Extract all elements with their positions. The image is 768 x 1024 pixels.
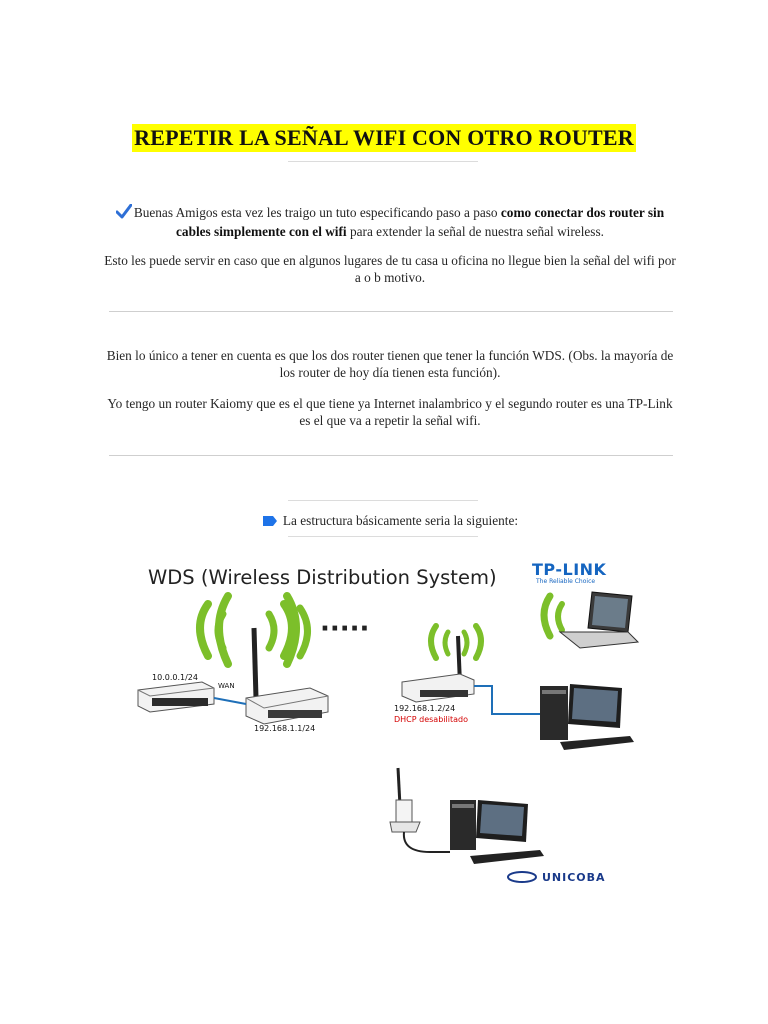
structure-divider-bottom [288,536,478,537]
desktop-computer-icon [540,684,634,750]
structure-label-text: La estructura básicamente seria la sigui… [283,513,518,528]
wifi-signal-icon [431,626,481,658]
intro-paragraph: Buenas Amigos esta vez les traigo un tut… [104,204,676,240]
diagram-heading: WDS (Wireless Distribution System) [148,566,497,589]
checkmark-icon [116,204,132,223]
structure-label: La estructura básicamente seria la sigui… [104,512,676,531]
diagram-dots: ····· [320,614,369,644]
wifi-signal-icon [544,596,562,636]
structure-divider-top [288,500,478,501]
router3-ip-label: 192.168.1.2/24 [394,704,455,713]
wds-diagram: WDS (Wireless Distribution System) ·····… [130,556,640,896]
usb-wifi-adapter-icon [390,768,420,832]
intro-text-1: Buenas Amigos esta vez les traigo un tut… [134,205,501,220]
page-title: REPETIR LA SEÑAL WIFI CON OTRO ROUTER [132,124,636,152]
laptop-icon [560,592,638,648]
wan-label: WAN [218,682,235,690]
router-icon [138,682,214,712]
title-wrap: REPETIR LA SEÑAL WIFI CON OTRO ROUTER [0,124,768,152]
title-divider [288,161,478,162]
dhcp-note: DHCP desabilitado [394,715,468,724]
router2-ip-label: 192.168.1.1/24 [254,724,315,733]
paragraph-wds: Bien lo único a tener en cuenta es que l… [104,347,676,381]
unicoba-logo-text: UNICOBA [542,871,606,884]
intro-text-2: para extender la señal de nuestra señal … [347,224,604,239]
wifi-signal-icon [200,604,292,656]
router1-ip-label: 10.0.0.1/24 [152,673,198,682]
router-icon [402,636,474,702]
desktop-computer-icon [450,800,544,864]
tag-icon [262,514,278,531]
wifi-signal-icon [219,596,308,664]
paragraph-purpose: Esto les puede servir en caso que en alg… [104,252,676,286]
tplink-logo-text: TP-LINK [532,560,606,579]
section-divider-2 [109,455,673,456]
unicoba-logo [508,872,536,882]
paragraph-routers: Yo tengo un router Kaiomy que es el que … [104,395,676,429]
section-divider-1 [109,311,673,312]
tplink-tagline: The Reliable Choice [536,578,595,585]
